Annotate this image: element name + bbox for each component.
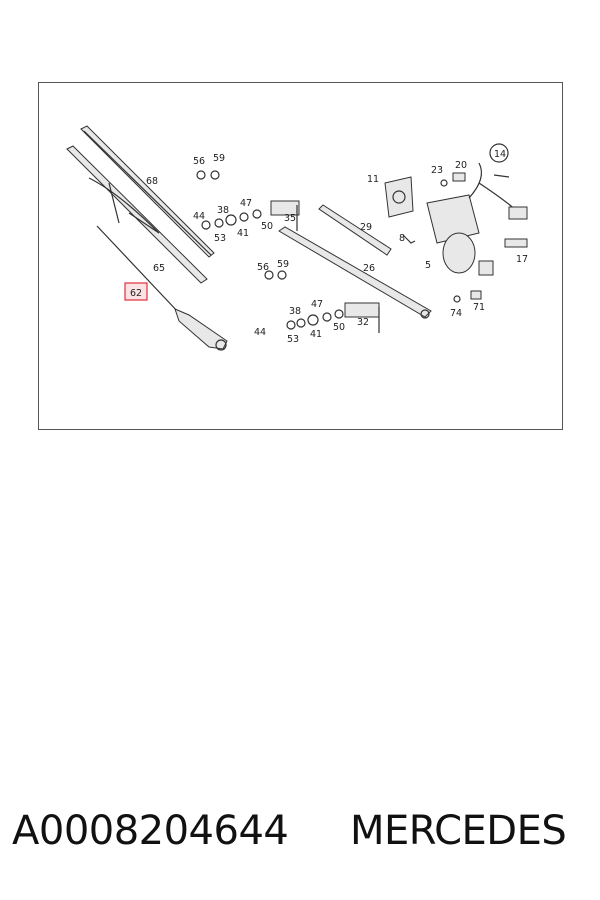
product-caption: A0008204644 MERCEDES: [0, 800, 600, 870]
motor-mount-11: [384, 176, 414, 218]
callout-56b: 56: [257, 262, 269, 273]
hardware-set-bottom: [264, 270, 380, 333]
callout-47a: 47: [240, 198, 252, 209]
wiper-blade-68: [80, 125, 215, 258]
callout-59b: 59: [277, 259, 289, 270]
callout-14: 14: [494, 149, 506, 160]
callout-62-highlight: [124, 282, 148, 301]
callout-23: 23: [431, 165, 443, 176]
hardware-set-top: [196, 170, 300, 231]
wiper-motor-5: [426, 162, 528, 276]
callout-20: 20: [455, 160, 467, 171]
bracket-8: [402, 234, 416, 244]
callout-26: 26: [363, 263, 375, 274]
callout-65: 65: [153, 263, 165, 274]
callout-17: 17: [516, 254, 528, 265]
wiper-blade-65: [66, 145, 208, 284]
callout-5: 5: [425, 260, 431, 271]
callout-74: 74: [450, 308, 462, 319]
callout-59a: 59: [213, 153, 225, 164]
callout-62: 62: [130, 288, 142, 299]
callout-8: 8: [399, 233, 405, 244]
callout-41b: 41: [310, 329, 322, 340]
callout-50a: 50: [261, 221, 273, 232]
wiper-arm-62: [96, 225, 228, 351]
callout-32: 32: [357, 317, 369, 328]
callout-44b: 44: [254, 327, 266, 338]
bolt-71-74: [453, 290, 482, 303]
callout-53a: 53: [214, 233, 226, 244]
callout-47b: 47: [311, 299, 323, 310]
connector-14-17: [489, 143, 528, 248]
callout-50b: 50: [333, 322, 345, 333]
callout-38b: 38: [289, 306, 301, 317]
callout-35: 35: [284, 213, 296, 224]
wiper-parts-diagram: 56 59 68 44 38 47 53 41 50 35 11 23 20 1…: [66, 125, 528, 351]
bolt-20-23: [440, 172, 466, 187]
callout-53b: 53: [287, 334, 299, 345]
callout-44a: 44: [193, 211, 205, 222]
part-number: A0008204644: [12, 808, 289, 854]
callout-38a: 38: [217, 205, 229, 216]
brand-name: MERCEDES: [350, 808, 567, 854]
callout-41a: 41: [237, 228, 249, 239]
callout-29: 29: [360, 222, 372, 233]
callout-56a: 56: [193, 156, 205, 167]
callout-71: 71: [473, 302, 485, 313]
linkage-rod-26: [278, 226, 432, 319]
linkage-rod-29: [318, 204, 392, 256]
callout-68: 68: [146, 176, 158, 187]
parts-diagram-frame: 56 59 68 44 38 47 53 41 50 35 11 23 20 1…: [38, 82, 563, 430]
callout-11: 11: [367, 174, 379, 185]
